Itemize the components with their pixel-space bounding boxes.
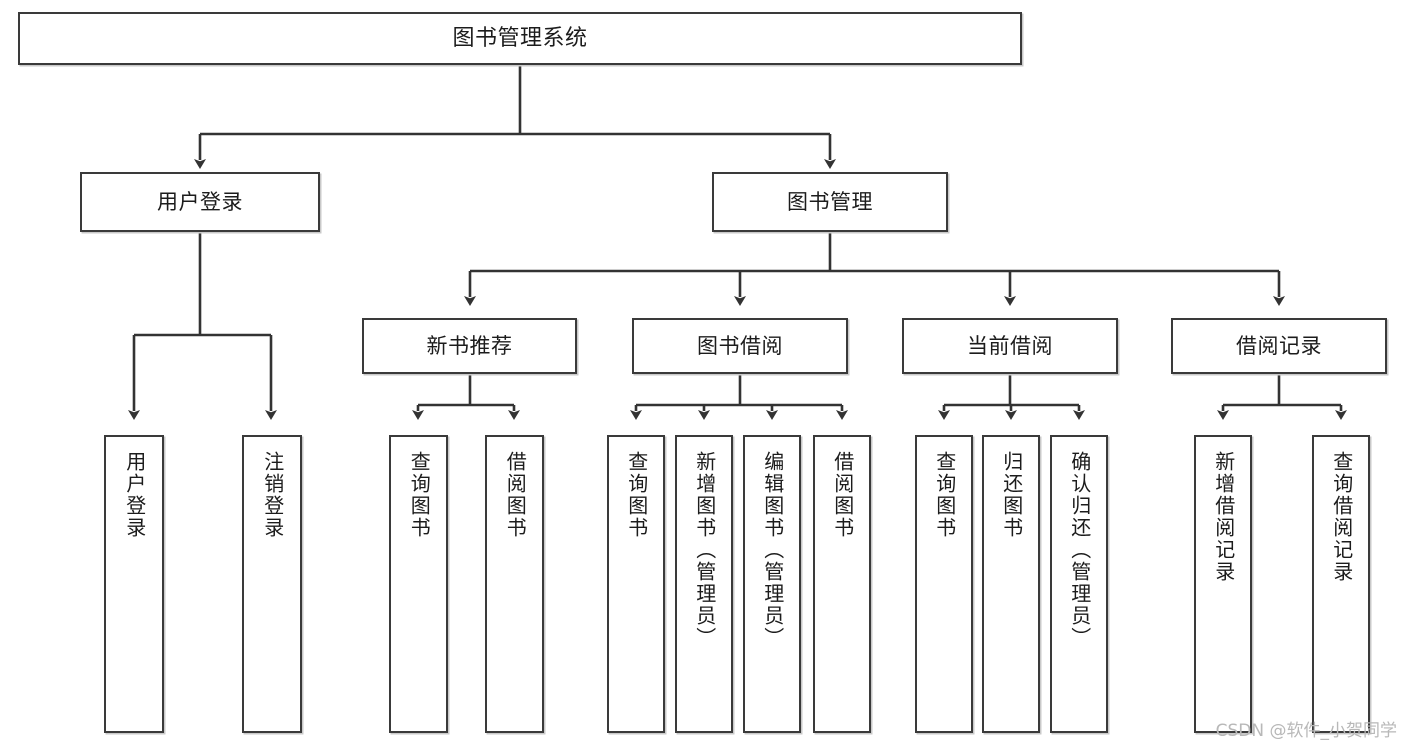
leaf-record-search-record[interactable]: 查询借阅记录 <box>1312 435 1370 733</box>
node-label: 图书管理 <box>787 189 873 214</box>
node-label: 归还图书 <box>999 451 1024 539</box>
node-label: 新增借阅记录 <box>1211 451 1236 583</box>
node-label: 查询图书 <box>932 451 957 539</box>
node-label: 新增图书（管理员） <box>692 451 717 649</box>
leaf-borrow-borrow-book[interactable]: 借阅图书 <box>813 435 871 733</box>
node-label: 查询借阅记录 <box>1329 451 1354 583</box>
leaf-record-add-record[interactable]: 新增借阅记录 <box>1194 435 1252 733</box>
leaf-borrow-edit-book-admin[interactable]: 编辑图书（管理员） <box>743 435 801 733</box>
node-label: 借阅图书 <box>830 451 855 539</box>
node-label: 查询图书 <box>407 451 432 539</box>
leaf-current-search-book[interactable]: 查询图书 <box>915 435 973 733</box>
node-label: 用户登录 <box>157 189 243 214</box>
leaf-current-return-book[interactable]: 归还图书 <box>982 435 1040 733</box>
node-root-system[interactable]: 图书管理系统 <box>18 12 1022 65</box>
node-label: 编辑图书（管理员） <box>760 451 785 649</box>
node-new-book-recommend[interactable]: 新书推荐 <box>362 318 577 374</box>
leaf-current-confirm-return-admin[interactable]: 确认归还（管理员） <box>1050 435 1108 733</box>
node-label: 借阅图书 <box>503 451 528 539</box>
leaf-recommend-borrow-book[interactable]: 借阅图书 <box>485 435 544 733</box>
node-book-management[interactable]: 图书管理 <box>712 172 948 232</box>
node-label: 注销登录 <box>260 451 285 539</box>
leaf-user-logout[interactable]: 注销登录 <box>242 435 302 733</box>
leaf-borrow-add-book-admin[interactable]: 新增图书（管理员） <box>675 435 733 733</box>
node-label: 图书管理系统 <box>452 25 588 51</box>
leaf-borrow-search-book[interactable]: 查询图书 <box>607 435 665 733</box>
node-book-borrow[interactable]: 图书借阅 <box>632 318 848 374</box>
node-current-borrow[interactable]: 当前借阅 <box>902 318 1118 374</box>
node-label: 当前借阅 <box>967 333 1053 358</box>
leaf-recommend-search-book[interactable]: 查询图书 <box>389 435 448 733</box>
node-label: 借阅记录 <box>1236 333 1322 358</box>
leaf-user-login[interactable]: 用户登录 <box>104 435 164 733</box>
node-label: 确认归还（管理员） <box>1067 451 1092 649</box>
node-borrow-record[interactable]: 借阅记录 <box>1171 318 1387 374</box>
node-label: 图书借阅 <box>697 333 783 358</box>
node-user-login[interactable]: 用户登录 <box>80 172 320 232</box>
node-label: 新书推荐 <box>426 333 513 358</box>
csdn-watermark: CSDN @软件_小贺同学 <box>1215 721 1397 741</box>
node-label: 查询图书 <box>624 451 649 539</box>
node-label: 用户登录 <box>122 451 147 539</box>
